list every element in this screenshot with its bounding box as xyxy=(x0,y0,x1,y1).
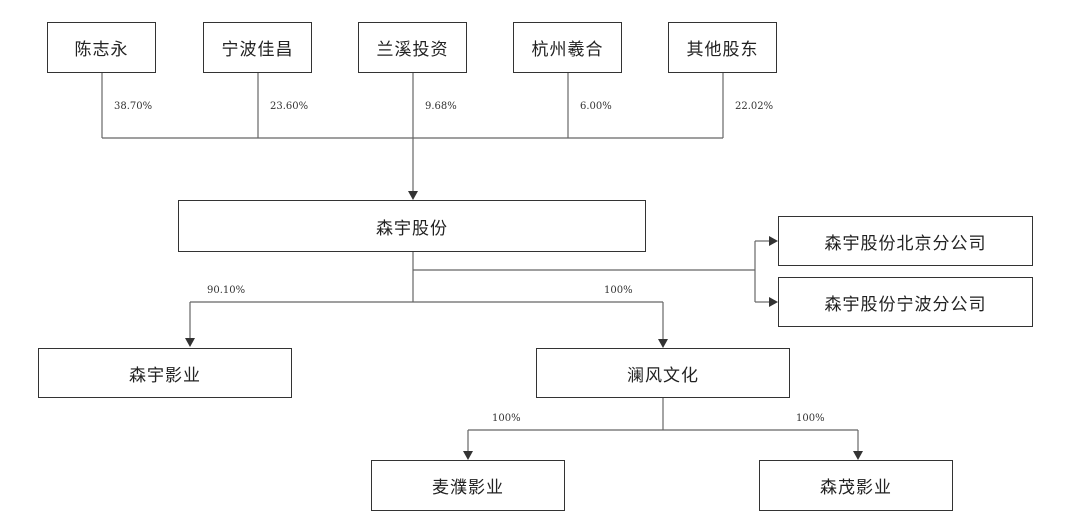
shareholding-pct-label: 100% xyxy=(604,285,633,296)
company-box-senyu: 森宇股份 xyxy=(178,200,646,252)
subsidiary-box-senmao-film: 森茂影业 xyxy=(759,460,953,511)
arrow-down-icon xyxy=(185,338,195,347)
arrow-right-icon xyxy=(769,297,778,307)
shareholder-box-other: 其他股东 xyxy=(668,22,777,73)
shareholder-box-ningbo-jiachang: 宁波佳昌 xyxy=(203,22,312,73)
shareholding-pct-label: 9.68% xyxy=(425,101,457,112)
shareholding-pct-label: 6.00% xyxy=(580,101,612,112)
shareholding-pct-label: 100% xyxy=(796,413,825,424)
subsidiary-box-lanfeng-culture: 澜风文化 xyxy=(536,348,790,398)
shareholding-pct-label: 23.60% xyxy=(270,101,309,112)
shareholding-pct-label: 90.10% xyxy=(207,285,246,296)
shareholding-pct-label: 22.02% xyxy=(735,101,774,112)
subsidiary-box-maipu-film: 麦濮影业 xyxy=(371,460,565,511)
shareholder-box-hangzhou-xihe: 杭州羲合 xyxy=(513,22,622,73)
shareholding-pct-label: 100% xyxy=(492,413,521,424)
arrow-down-icon xyxy=(658,339,668,348)
branch-box-ningbo: 森宇股份宁波分公司 xyxy=(778,277,1033,327)
arrow-down-icon xyxy=(463,451,473,460)
shareholder-box-chen-zhiyong: 陈志永 xyxy=(47,22,156,73)
shareholder-box-lanxi-investment: 兰溪投资 xyxy=(358,22,467,73)
branch-box-beijing: 森宇股份北京分公司 xyxy=(778,216,1033,266)
subsidiary-box-senyu-film: 森宇影业 xyxy=(38,348,292,398)
arrow-right-icon xyxy=(769,236,778,246)
arrow-down-icon xyxy=(853,451,863,460)
shareholding-pct-label: 38.70% xyxy=(114,101,153,112)
arrow-down-icon xyxy=(408,191,418,200)
